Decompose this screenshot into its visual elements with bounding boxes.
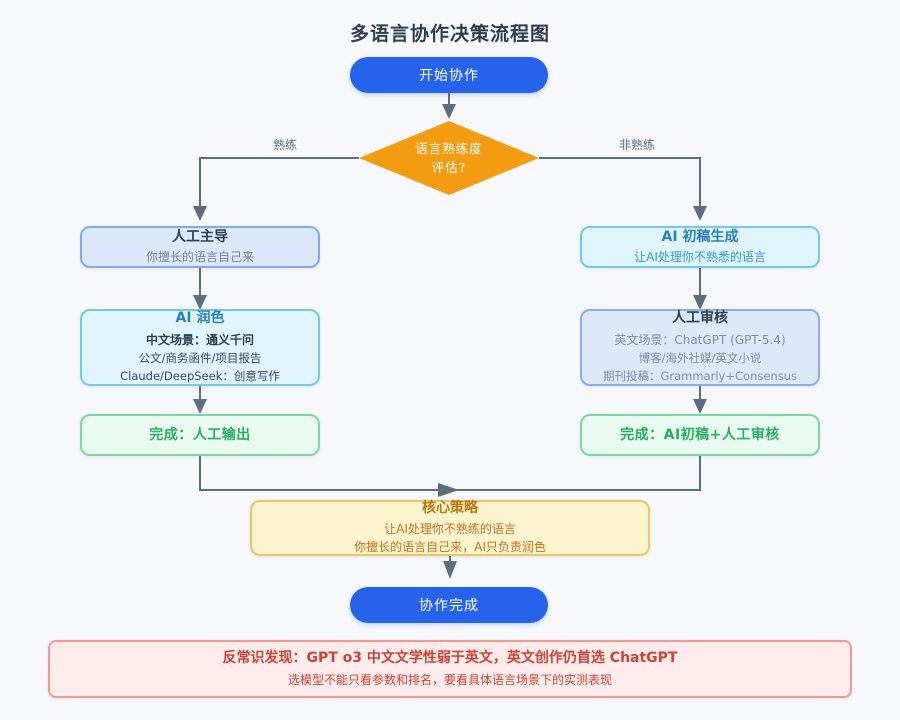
branch-label-nonproficient: 非熟练 <box>618 138 655 152</box>
node-done-manual: 完成：人工输出 <box>80 414 320 456</box>
arrowhead-down-icon <box>193 206 207 221</box>
node-line: 让AI处理你不熟练的语言 <box>384 521 516 536</box>
node-human-review: 人工审核 英文场景：ChatGPT (GPT-5.4) 博客/海外社媒/英文小说… <box>580 309 820 386</box>
start-node: 开始协作 <box>350 57 548 93</box>
decision-line2: 评估? <box>431 160 467 175</box>
node-subtitle: 你擅长的语言自己来 <box>145 250 254 265</box>
node-title: 人工审核 <box>672 310 728 327</box>
decision-diamond: 语言熟练度 评估? <box>359 121 539 195</box>
node-line: 你擅长的语言自己来，AI只负责润色 <box>354 540 546 555</box>
node-ai-polish: AI 润色 中文场景：通义千问 公文/商务函件/项目报告 Claude/Deep… <box>80 309 320 386</box>
decision-line1: 语言熟练度 <box>415 140 483 156</box>
node-title: 完成：人工输出 <box>149 426 251 443</box>
arrowhead-down-icon <box>193 399 207 414</box>
node-line: 博客/海外社媒/英文小说 <box>638 350 762 365</box>
end-node: 协作完成 <box>350 587 548 623</box>
arrowhead-down-icon <box>693 206 707 221</box>
start-node-label: 开始协作 <box>419 68 479 84</box>
node-line: 公文/商务函件/项目报告 <box>138 350 262 365</box>
node-human-lead: 人工主导 你擅长的语言自己来 <box>80 226 320 268</box>
node-title: 人工主导 <box>172 229 228 246</box>
node-title: 核心策略 <box>422 499 478 516</box>
node-subtitle: 让AI处理你不熟悉的语言 <box>634 250 766 265</box>
page-title: 多语言协作决策流程图 <box>349 23 550 45</box>
insight-headline: 反常识发现：GPT o3 中文文学性弱于英文，英文创作仍首选 ChatGPT <box>222 650 678 667</box>
arrowhead-down-icon <box>693 295 707 310</box>
node-core-strategy: 核心策略 让AI处理你不熟练的语言 你擅长的语言自己来，AI只负责润色 <box>250 500 650 556</box>
node-line: Claude/DeepSeek：创意写作 <box>120 368 280 383</box>
arrowhead-down-icon <box>193 295 207 310</box>
node-title: 完成：AI初稿+人工审核 <box>620 426 780 443</box>
arrowhead-down-icon <box>442 104 456 119</box>
node-ai-draft: AI 初稿生成 让AI处理你不熟悉的语言 <box>580 226 820 268</box>
branch-label-proficient: 熟练 <box>272 138 297 152</box>
insight-callout: 反常识发现：GPT o3 中文文学性弱于英文，英文创作仍首选 ChatGPT 选… <box>48 640 852 698</box>
node-line: 期刊投稿：Grammarly+Consensus <box>603 368 797 383</box>
node-line: 中文场景：通义千问 <box>145 333 254 348</box>
insight-note: 选模型不能只看参数和排名，要看具体语言场景下的实测表现 <box>287 673 612 688</box>
connector-decision-left <box>199 157 359 207</box>
arrowhead-down-icon <box>693 399 707 414</box>
node-title: AI 润色 <box>175 310 225 327</box>
node-done-ai-draft: 完成：AI初稿+人工审核 <box>580 414 820 456</box>
connector-merge <box>199 456 701 491</box>
node-line: 英文场景：ChatGPT (GPT-5.4) <box>614 333 786 348</box>
end-node-label: 协作完成 <box>419 598 479 614</box>
connector-decision-right <box>539 157 701 207</box>
arrowhead-right-icon <box>438 483 459 497</box>
arrowhead-down-icon <box>443 561 457 579</box>
node-title: AI 初稿生成 <box>661 229 739 246</box>
